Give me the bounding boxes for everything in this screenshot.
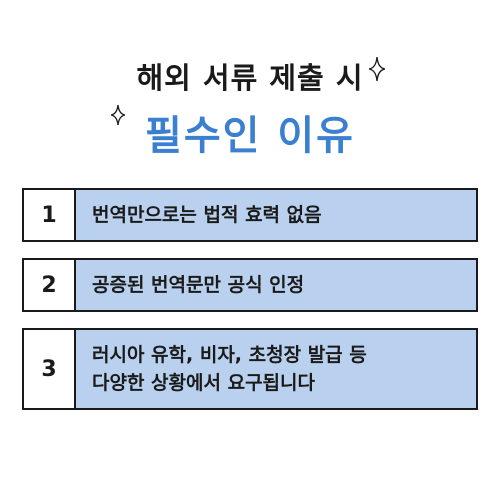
title-line-1: 해외 서류 제출 시 — [136, 61, 364, 95]
reason-number: 3 — [24, 330, 76, 408]
reason-text-line-1: 러시아 유학, 비자, 초청장 발급 등 — [92, 344, 367, 366]
reason-card-2: 2 공증된 번역문만 공식 인정 — [22, 258, 478, 312]
reason-text: 공증된 번역문만 공식 인정 — [76, 260, 476, 310]
reason-text: 러시아 유학, 비자, 초청장 발급 등 다양한 상황에서 요구됩니다 — [76, 330, 476, 408]
reason-text-line-2: 다양한 상황에서 요구됩니다 — [92, 372, 315, 394]
sparkle-icon — [369, 57, 385, 81]
reason-number: 1 — [24, 190, 76, 240]
reason-card-3: 3 러시아 유학, 비자, 초청장 발급 등 다양한 상황에서 요구됩니다 — [22, 328, 478, 410]
reason-card-1: 1 번역만으로는 법적 효력 없음 — [22, 188, 478, 242]
reason-text: 번역만으로는 법적 효력 없음 — [76, 190, 476, 240]
title-line-2: 필수인 이유 — [145, 113, 355, 159]
reason-number: 2 — [24, 260, 76, 310]
sparkle-icon — [111, 105, 125, 125]
